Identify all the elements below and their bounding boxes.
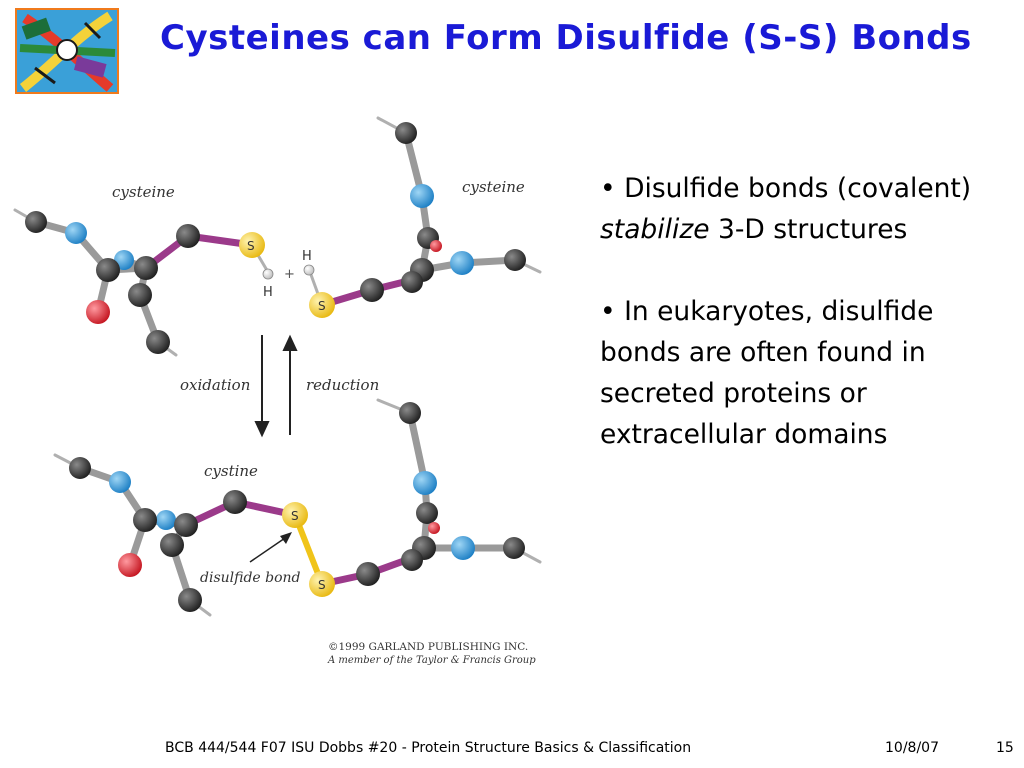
atom-label-s-bottom-upper: S [291, 509, 299, 523]
bullet-marker: • [600, 296, 625, 327]
figure-copyright-line1: ©1999 GARLAND PUBLISHING INC. [328, 641, 528, 653]
footer-page-number: 15 [996, 740, 1014, 756]
label-cysteine-left: cysteine [112, 183, 175, 201]
atom-label-h-left: H [263, 285, 273, 300]
label-cysteine-right: cysteine [462, 178, 525, 196]
disulfide-bond-figure: cysteine cysteine S S H H + oxidation re… [13, 116, 542, 666]
cysteine-left-atoms [25, 211, 274, 354]
footer-course: BCB 444/544 F07 ISU Dobbs #20 - Protein … [165, 740, 692, 756]
bullet-text: Disulfide bonds (covalent) [624, 173, 972, 204]
bullet-item-1: • Disulfide bonds (covalent) stabilize 3… [600, 168, 1010, 250]
bullet-text: In eukaryotes, disulfide bonds are often… [600, 296, 934, 450]
bullet-marker: • [600, 173, 625, 204]
label-cystine: cystine [204, 462, 258, 480]
label-oxidation: oxidation [180, 376, 250, 394]
atom-label-s-bottom-lower: S [318, 578, 326, 592]
cysteine-left-bonds [13, 208, 270, 357]
label-reduction: reduction [306, 376, 379, 394]
atom-label-h-right: H [302, 249, 312, 264]
atom-label-s-top-right: S [318, 299, 326, 313]
footer-date: 10/8/07 [885, 740, 939, 756]
cysteine-right-atoms [303, 122, 526, 318]
reaction-arrows [254, 334, 298, 438]
bullet-item-2: • In eukaryotes, disulfide bonds are oft… [600, 291, 1010, 455]
label-disulfide-bond: disulfide bond [200, 570, 301, 586]
cystine-atoms [69, 402, 525, 612]
bullet-text: 3-D structures [709, 214, 908, 245]
course-logo [15, 8, 119, 94]
slide-title: Cysteines can Form Disulfide (S-S) Bonds [160, 18, 972, 58]
disulfide-pointer-arrow [249, 532, 292, 563]
plus-sign: + [284, 267, 295, 282]
figure-copyright-line2: A member of the Taylor & Francis Group [327, 655, 536, 666]
atom-label-s-top-left: S [247, 239, 255, 253]
bullet-list: • Disulfide bonds (covalent) stabilize 3… [600, 168, 1010, 496]
bullet-emphasis: stabilize [600, 214, 710, 245]
